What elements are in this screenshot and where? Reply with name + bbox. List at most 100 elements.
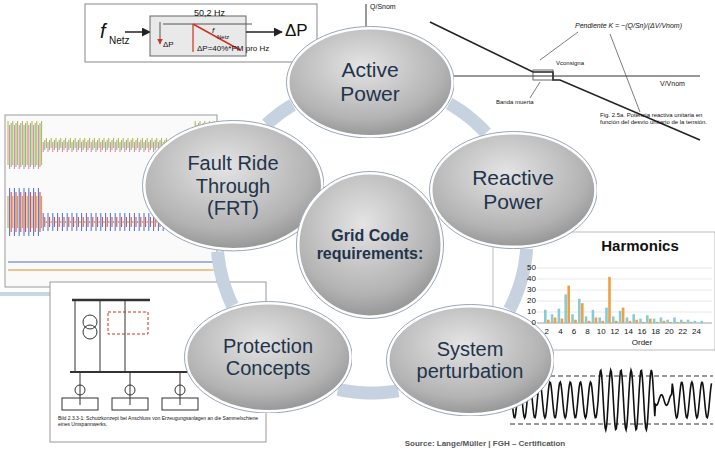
axis-label: 24 <box>692 328 701 337</box>
node-label: Reactive Power <box>450 166 575 213</box>
chart-annotation: Pendiente K = −(Q/Sn)/(ΔV/Vnom) <box>575 22 682 30</box>
illustration-line <box>64 140 65 150</box>
illustration-line <box>610 34 640 112</box>
illustration-rect <box>62 398 98 410</box>
illustration-rect <box>673 318 676 324</box>
axis-label: 8 <box>585 328 589 337</box>
illustration-line <box>24 188 25 236</box>
illustration-line <box>99 138 100 148</box>
illustration-line <box>67 213 68 231</box>
illustration-line <box>81 213 82 231</box>
block-diagram-label: 50,2 Hz <box>194 9 225 19</box>
ellipse-shape <box>288 28 453 136</box>
illustration-rect <box>544 310 547 323</box>
illustration-line <box>52 142 53 152</box>
block-diagram-label: ΔP <box>285 22 308 41</box>
axis-label: 18 <box>651 328 660 337</box>
illustration-line <box>38 125 39 169</box>
axis-label: 10 <box>527 308 536 317</box>
illustration-rect <box>162 398 198 410</box>
axis-label: 0 <box>532 319 536 328</box>
illustration-line <box>108 221 109 223</box>
illustration-line <box>121 140 122 150</box>
illustration-line <box>14 188 15 236</box>
ring-segment <box>218 252 233 306</box>
illustration-line <box>131 140 132 150</box>
illustration-line <box>48 142 49 152</box>
illustration-rect <box>533 70 553 80</box>
illustration-line <box>112 217 113 227</box>
ellipse-rim <box>286 26 454 137</box>
center-circle: Grid Code requirements: <box>296 171 444 319</box>
illustration-line <box>36 196 37 228</box>
illustration-line <box>100 213 101 231</box>
illustration-line <box>129 142 130 152</box>
topic-ellipse: System perturbation <box>386 304 555 416</box>
illustration-line <box>19 188 20 236</box>
illustration-line <box>41 196 42 228</box>
illustration-rect <box>694 321 697 323</box>
illustration-line <box>126 217 127 227</box>
illustration-line <box>70 221 71 223</box>
illustration-line <box>155 140 156 150</box>
illustration-line <box>153 142 154 152</box>
illustration-rect <box>567 286 570 323</box>
illustration-line <box>56 138 57 148</box>
illustration-line <box>62 142 63 152</box>
illustration-line <box>530 82 540 98</box>
chart-annotation: V/Vnom <box>660 80 685 88</box>
illustration-line <box>110 213 111 231</box>
illustration-line <box>132 221 133 223</box>
illustration-line <box>113 138 114 148</box>
illustration-line <box>180 372 181 405</box>
illustration-line <box>12 196 13 228</box>
topic-ellipse: Active Power <box>286 26 455 138</box>
illustration-rect <box>619 311 622 323</box>
illustration-line <box>100 300 101 372</box>
illustration-line <box>136 140 137 150</box>
illustration-rect <box>649 319 652 323</box>
illustration-line <box>88 140 89 150</box>
illustration-line <box>67 142 68 152</box>
illustration-line <box>96 213 97 231</box>
ellipse-shape <box>186 303 351 411</box>
illustration-line <box>60 138 61 148</box>
illustration-line <box>84 138 85 148</box>
illustration-line <box>537 279 712 280</box>
illustration-line <box>142 221 143 223</box>
illustration-line <box>124 213 125 231</box>
illustration-line <box>11 123 12 167</box>
ring-segment <box>338 389 398 393</box>
illustration-line <box>20 123 21 167</box>
illustration-line <box>43 142 44 152</box>
node-label: Active Power <box>310 58 430 105</box>
illustration-line <box>128 138 129 148</box>
illustration-line <box>12 121 13 165</box>
illustration-line <box>65 221 66 223</box>
illustration-line <box>8 270 214 271</box>
illustration-line <box>148 213 149 231</box>
illustration-line <box>124 142 125 152</box>
axis-label: 14 <box>624 328 633 337</box>
node-label: Grid Code requirements: <box>315 227 425 263</box>
illustration-line <box>83 140 84 150</box>
illustration-line <box>94 138 95 148</box>
illustration-line <box>49 140 50 150</box>
illustration-line <box>118 138 119 148</box>
axis-label: 4 <box>558 328 562 337</box>
illustration-rect <box>574 320 577 323</box>
illustration-rect <box>660 318 663 324</box>
illustration-line <box>99 221 100 223</box>
illustration-line <box>126 140 127 150</box>
illustration-line <box>537 312 712 313</box>
chart-annotation: Banda muerta <box>496 99 534 106</box>
illustration-rect <box>615 321 618 323</box>
illustration-line <box>80 221 81 223</box>
illustration-line <box>22 196 23 228</box>
illustration-line <box>57 213 58 231</box>
axis-label: 40 <box>527 275 536 284</box>
illustration-line <box>86 213 87 231</box>
illustration-rect <box>676 322 679 323</box>
illustration-line <box>123 138 124 148</box>
illustration-line <box>115 213 116 231</box>
